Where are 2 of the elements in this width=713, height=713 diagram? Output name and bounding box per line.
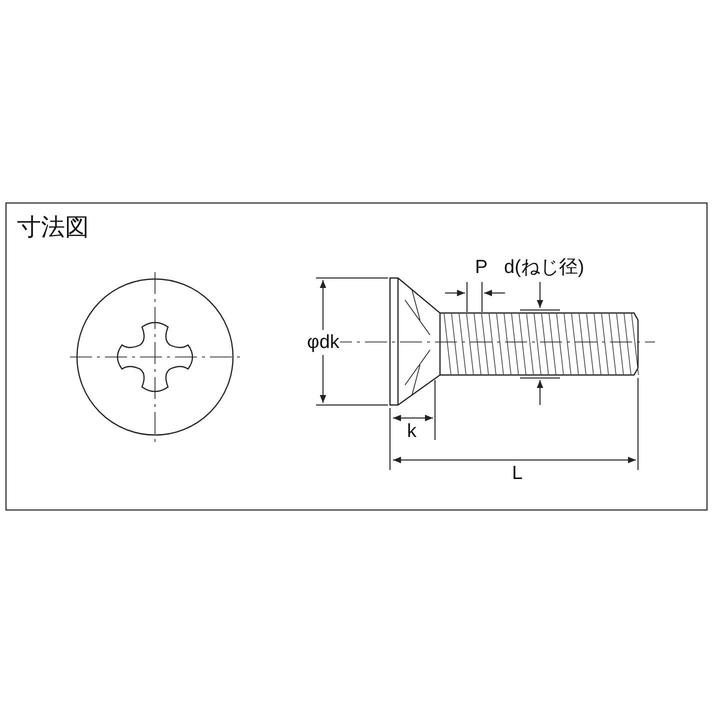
dimension-label: φdk <box>306 333 340 352</box>
dimension-label: d(ねじ径) <box>503 258 586 277</box>
